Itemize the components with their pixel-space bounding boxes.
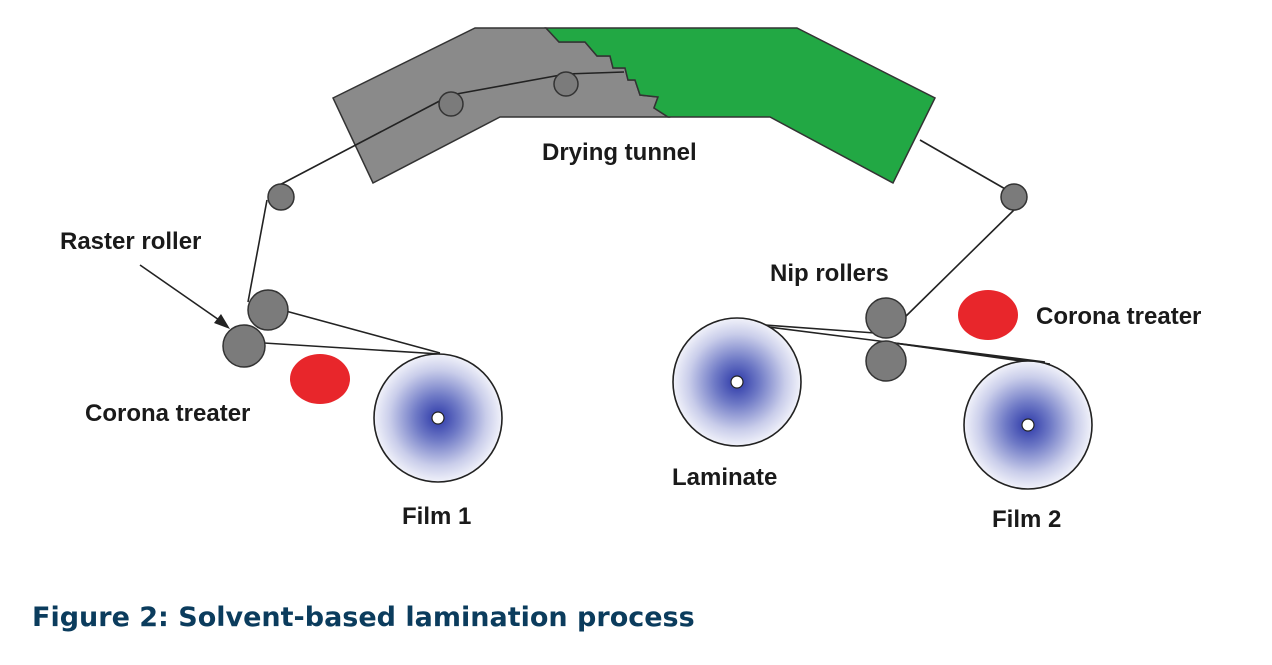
- figure-caption: Figure 2: Solvent-based lamination proce…: [32, 602, 695, 633]
- reel-film-2-hub: [1021, 418, 1035, 432]
- tunnel-roller-2: [553, 71, 579, 97]
- coating-roller: [247, 289, 289, 331]
- corona-treater-right: [958, 290, 1018, 340]
- nip-roller-top: [865, 297, 907, 339]
- reel-film-1-hub: [431, 411, 445, 425]
- tunnel-green-section: [544, 27, 937, 185]
- rollers: [222, 71, 1028, 382]
- film-2-label: Film 2: [992, 506, 1061, 533]
- right-guide-roller: [1000, 183, 1028, 211]
- raster-roller-label: Raster roller: [60, 228, 201, 255]
- reel-film-1: [373, 353, 503, 483]
- corona-treater-right-label: Corona treater: [1036, 303, 1201, 330]
- drying-tunnel-label: Drying tunnel: [542, 139, 697, 166]
- reel-laminate: [672, 317, 802, 447]
- raster-roller: [222, 324, 266, 368]
- film-1-label: Film 1: [402, 503, 471, 530]
- corona-treater-left-label: Corona treater: [85, 400, 250, 427]
- raster-roller-arrow: [139, 264, 230, 329]
- laminate-label: Laminate: [672, 464, 777, 491]
- reel-laminate-hub: [730, 375, 744, 389]
- lamination-diagram: Drying tunnel Raster roller Corona treat…: [60, 27, 1201, 533]
- nip-rollers-label: Nip rollers: [770, 260, 889, 287]
- tunnel-roller-1: [438, 91, 464, 117]
- reel-film-2: [963, 360, 1093, 490]
- drying-tunnel: [332, 27, 937, 185]
- nip-roller-bottom: [865, 340, 907, 382]
- corona-treater-left: [290, 354, 350, 404]
- left-guide-roller: [267, 183, 295, 211]
